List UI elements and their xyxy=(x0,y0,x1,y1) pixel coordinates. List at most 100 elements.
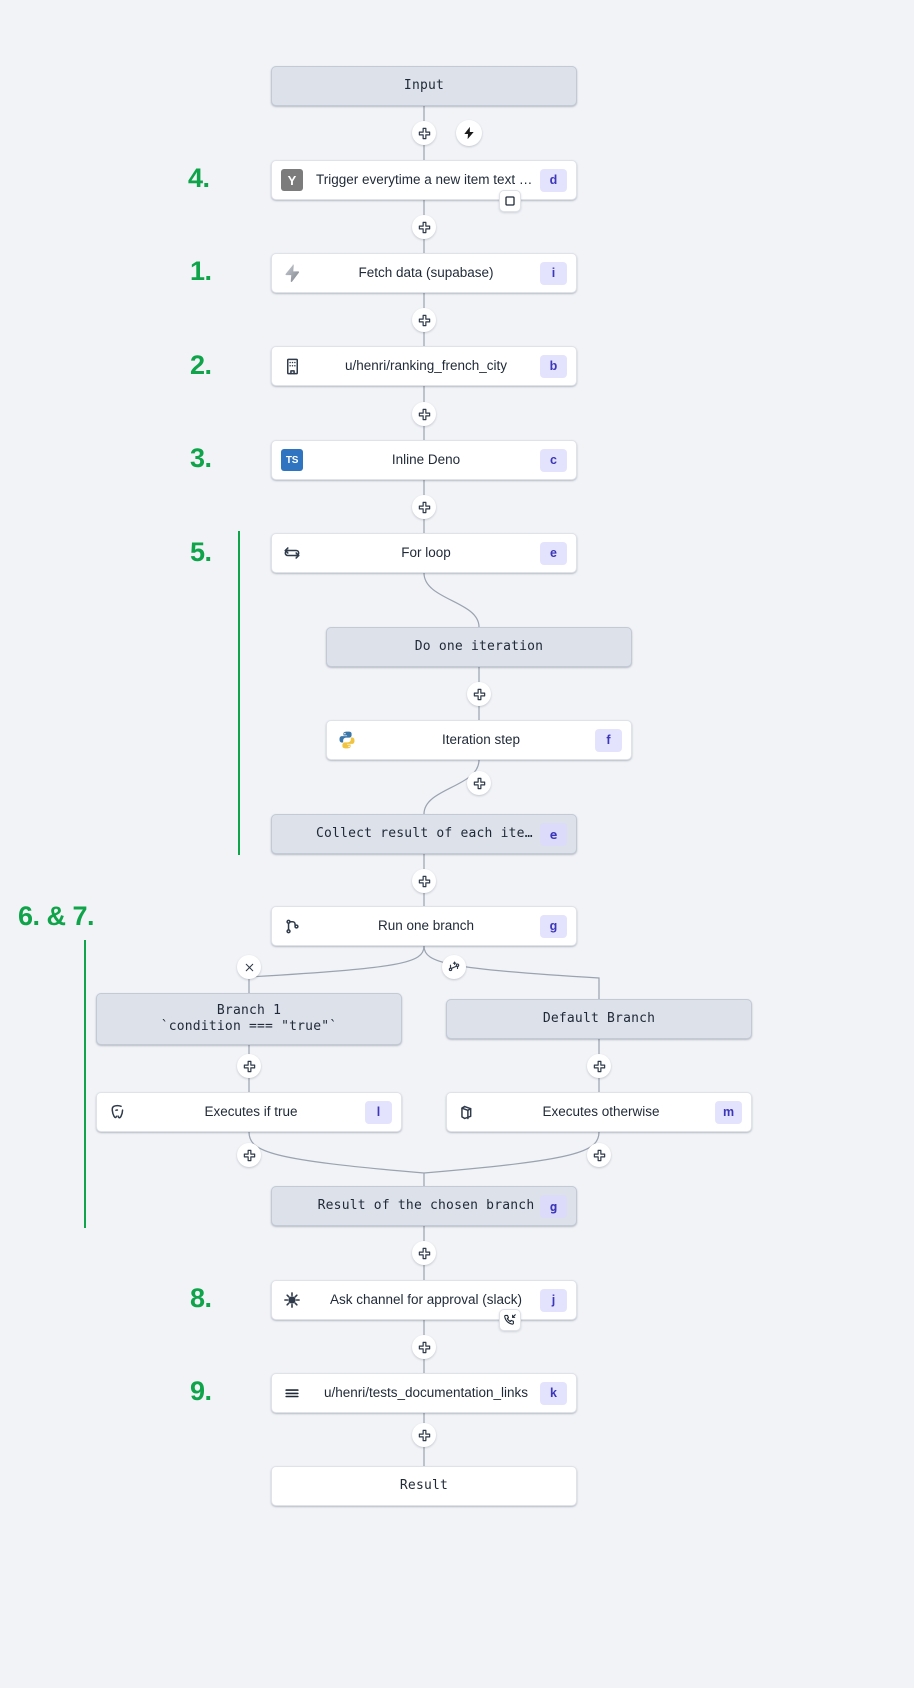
node-default-branch[interactable]: Default Branch xyxy=(446,999,752,1039)
node-label: Default Branch xyxy=(542,1010,656,1026)
building-icon xyxy=(272,347,312,385)
trigger-toggle-button[interactable] xyxy=(499,190,521,212)
add-step-after-trigger[interactable] xyxy=(412,215,436,239)
add-branch-button[interactable] xyxy=(442,955,466,979)
green-group-bar-2 xyxy=(84,940,86,1228)
plus-icon xyxy=(418,1429,431,1442)
node-id-badge: g xyxy=(540,1194,567,1218)
node-id-badge: j xyxy=(540,1288,567,1312)
add-step-after-collect-result[interactable] xyxy=(412,869,436,893)
node-label: Result of the chosen branch xyxy=(317,1197,535,1213)
node-ranking-french-city[interactable]: u/henri/ranking_french_city b xyxy=(271,346,577,386)
plus-icon xyxy=(418,501,431,514)
node-label: Input xyxy=(403,77,445,93)
node-id-badge: m xyxy=(715,1100,742,1124)
plus-icon xyxy=(418,408,431,421)
node-do-one-iteration[interactable]: Do one iteration xyxy=(326,627,632,667)
node-inline-deno[interactable]: TS Inline Deno c xyxy=(271,440,577,480)
typescript-icon: TS xyxy=(272,441,312,479)
node-id-badge: i xyxy=(540,261,567,285)
node-sublabel: `condition === "true"` xyxy=(160,1019,338,1034)
node-label: Do one iteration xyxy=(414,638,544,654)
step-number-4: 4. xyxy=(188,163,210,193)
plus-icon xyxy=(243,1060,256,1073)
node-label: For loop xyxy=(401,544,451,560)
add-step-after-ranking[interactable] xyxy=(412,402,436,426)
loop-icon xyxy=(272,534,312,572)
delete-branch-button[interactable] xyxy=(237,955,261,979)
step-number-2: 2. xyxy=(190,350,212,380)
slack-icon xyxy=(272,1281,312,1319)
node-id-badge: e xyxy=(540,822,567,846)
node-collect-result[interactable]: Collect result of each iteratione xyxy=(271,814,577,854)
node-label: Executes if true xyxy=(204,1103,298,1119)
node-label: Inline Deno xyxy=(391,451,461,467)
phone-incoming-icon xyxy=(503,1313,517,1327)
node-input[interactable]: Input xyxy=(271,66,577,106)
add-branch-icon xyxy=(447,960,461,974)
node-id-badge: f xyxy=(595,728,622,752)
plus-icon xyxy=(418,1247,431,1260)
plus-icon xyxy=(418,314,431,327)
node-label: Branch 1`condition === "true"` xyxy=(137,1003,361,1036)
close-icon xyxy=(243,961,256,974)
add-step-in-default-branch[interactable] xyxy=(587,1054,611,1078)
node-label: u/henri/tests_documentation_links xyxy=(323,1384,529,1400)
node-label: u/henri/ranking_french_city xyxy=(344,357,508,373)
node-icon-placeholder xyxy=(272,815,312,853)
add-step-after-executes-if-true[interactable] xyxy=(237,1143,261,1167)
plus-icon xyxy=(593,1060,606,1073)
add-step-after-iteration-step[interactable] xyxy=(467,771,491,795)
node-icon-placeholder xyxy=(272,1187,312,1225)
node-id-badge: b xyxy=(540,354,567,378)
step-number-8: 8. xyxy=(190,1283,212,1313)
add-step-after-result-branch[interactable] xyxy=(412,1241,436,1265)
node-id-badge: l xyxy=(365,1100,392,1124)
node-label: Collect result of each iteration xyxy=(316,825,540,841)
node-id-badge: c xyxy=(540,448,567,472)
node-label: Executes otherwise xyxy=(542,1103,660,1119)
step-number-3: 3. xyxy=(190,443,212,473)
supabase-icon xyxy=(272,254,312,292)
node-id-badge: g xyxy=(540,914,567,938)
node-label: Result xyxy=(399,1477,449,1493)
add-step-after-input[interactable] xyxy=(412,121,436,145)
node-ask-approval[interactable]: Ask channel for approval (slack) j xyxy=(271,1280,577,1320)
plus-icon xyxy=(473,688,486,701)
node-label: Run one branch xyxy=(377,917,475,933)
add-step-after-approval[interactable] xyxy=(412,1335,436,1359)
plus-icon xyxy=(418,1341,431,1354)
node-result[interactable]: Result xyxy=(271,1466,577,1506)
node-result-chosen-branch[interactable]: Result of the chosen branch g xyxy=(271,1186,577,1226)
node-iteration-step[interactable]: Iteration step f xyxy=(326,720,632,760)
green-group-bar-1 xyxy=(238,531,240,855)
node-fetch-data[interactable]: Fetch data (supabase) i xyxy=(271,253,577,293)
node-executes-if-true[interactable]: Executes if true l xyxy=(96,1092,402,1132)
node-tests-documentation-links[interactable]: u/henri/tests_documentation_links k xyxy=(271,1373,577,1413)
node-label: Fetch data (supabase) xyxy=(358,264,494,280)
add-step-after-do-one-iteration[interactable] xyxy=(467,682,491,706)
step-number-1: 1. xyxy=(190,256,212,286)
step-number-9: 9. xyxy=(190,1376,212,1406)
node-icon-placeholder xyxy=(272,1467,312,1505)
node-branch-1[interactable]: Branch 1`condition === "true"` xyxy=(96,993,402,1045)
node-label: Ask channel for approval (slack) xyxy=(329,1291,523,1307)
node-label: Iteration step xyxy=(441,731,521,747)
add-step-in-branch-1[interactable] xyxy=(237,1054,261,1078)
add-trigger-button[interactable] xyxy=(456,120,482,146)
add-step-after-executes-otherwise[interactable] xyxy=(587,1143,611,1167)
approval-resume-button[interactable] xyxy=(499,1309,521,1331)
node-executes-otherwise[interactable]: Executes otherwise m xyxy=(446,1092,752,1132)
add-step-after-fetch[interactable] xyxy=(412,308,436,332)
add-step-after-tests-docs[interactable] xyxy=(412,1423,436,1447)
add-step-after-inline-deno[interactable] xyxy=(412,495,436,519)
docker-icon xyxy=(447,1093,487,1131)
step-number-6-and-7: 6. & 7. xyxy=(18,901,95,931)
node-icon-placeholder xyxy=(447,1000,487,1038)
plus-icon xyxy=(418,127,431,140)
node-run-one-branch[interactable]: Run one branch g xyxy=(271,906,577,946)
node-id-badge: k xyxy=(540,1381,567,1405)
